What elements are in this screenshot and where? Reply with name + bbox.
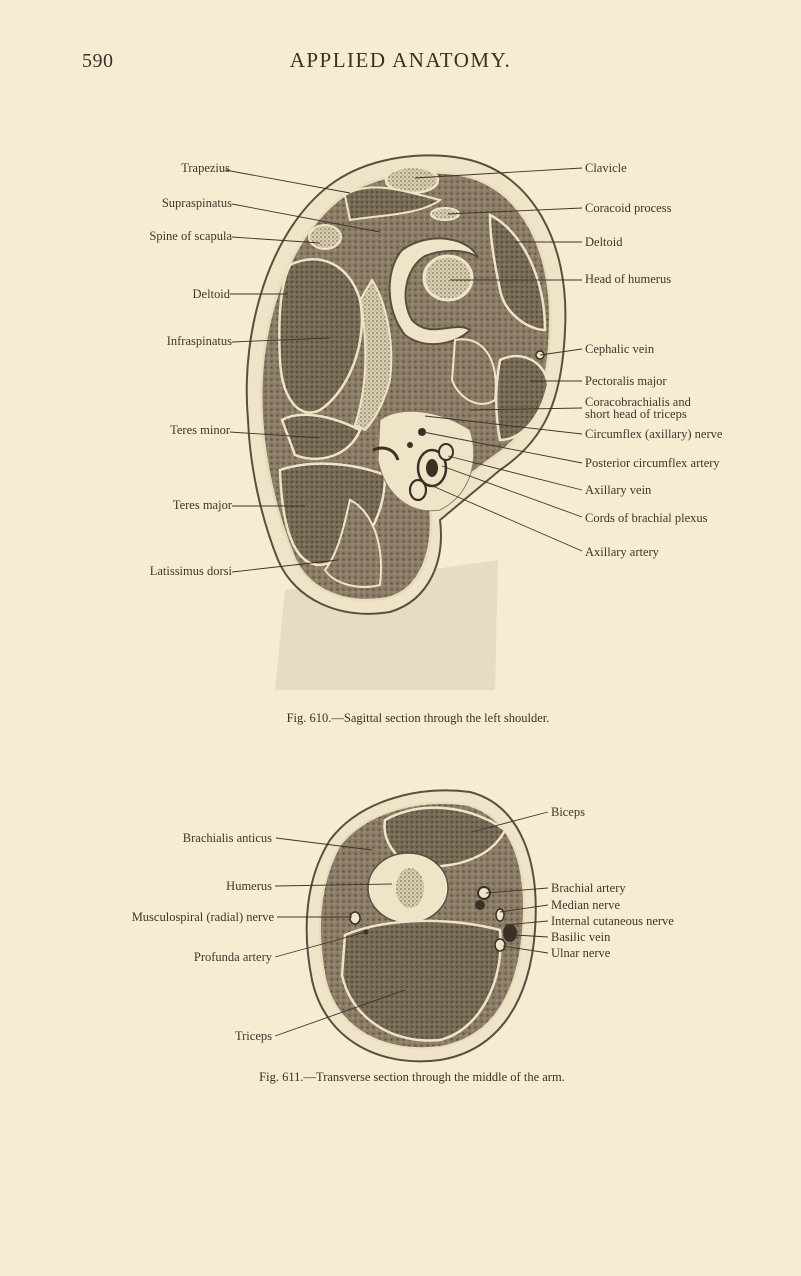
label-basilic-vein: Basilic vein — [551, 930, 611, 944]
label-triceps: Triceps — [235, 1029, 272, 1043]
label-trapezius: Trapezius — [181, 161, 230, 175]
label-posterior-circumflex-artery: Posterior circumflex artery — [585, 456, 720, 470]
median-nerve — [495, 908, 505, 922]
label-profunda-artery: Profunda artery — [194, 950, 273, 964]
label-cords-of-brachial-plexus: Cords of brachial plexus — [585, 511, 708, 525]
label-clavicle: Clavicle — [585, 161, 627, 175]
label-humerus: Humerus — [226, 879, 272, 893]
label-musculospiral-nerve: Musculospiral (radial) nerve — [132, 910, 275, 924]
label-cephalic-vein: Cephalic vein — [585, 342, 655, 356]
figure-610-illustration: Trapezius Supraspinatus Spine of scapula… — [149, 154, 723, 725]
label-coracobrachialis-line1: Coracobrachialis and — [585, 395, 692, 409]
arm-section-outline — [305, 789, 537, 1063]
label-spine-of-scapula: Spine of scapula — [149, 229, 232, 243]
label-coracoid-process: Coracoid process — [585, 201, 672, 215]
label-brachial-artery: Brachial artery — [551, 881, 626, 895]
label-teres-minor: Teres minor — [170, 423, 231, 437]
page-number: 590 — [82, 50, 114, 72]
label-coracobrachialis-line2: short head of triceps — [585, 407, 687, 421]
label-deltoid-left: Deltoid — [193, 287, 231, 301]
label-pectoralis-major: Pectoralis major — [585, 374, 667, 388]
label-axillary-artery: Axillary artery — [585, 545, 660, 559]
running-title: APPLIED ANATOMY. — [289, 48, 512, 72]
musculospiral-nerve — [349, 911, 361, 925]
head-of-humerus — [422, 254, 474, 302]
label-median-nerve: Median nerve — [551, 898, 621, 912]
glenoid-cavity — [388, 237, 479, 346]
label-ulnar-nerve: Ulnar nerve — [551, 946, 611, 960]
label-supraspinatus: Supraspinatus — [162, 196, 232, 210]
caption-fig-610: Fig. 610.—Sagittal section through the l… — [287, 711, 550, 725]
label-head-of-humerus: Head of humerus — [585, 272, 671, 286]
label-deltoid-right: Deltoid — [585, 235, 623, 249]
axillary-artery — [408, 478, 428, 502]
label-internal-cutaneous-nerve: Internal cutaneous nerve — [551, 914, 674, 928]
label-brachialis-anticus: Brachialis anticus — [183, 831, 272, 845]
humerus — [367, 852, 449, 924]
label-latissimus-dorsi: Latissimus dorsi — [150, 564, 233, 578]
caption-fig-611: Fig. 611.—Transverse section through the… — [259, 1070, 565, 1084]
basilic-vein — [503, 924, 517, 942]
label-axillary-vein: Axillary vein — [585, 483, 652, 497]
scapula-body — [353, 278, 393, 432]
label-circumflex-nerve: Circumflex (axillary) nerve — [585, 427, 723, 441]
label-teres-major: Teres major — [173, 498, 233, 512]
label-infraspinatus: Infraspinatus — [167, 334, 232, 348]
label-biceps: Biceps — [551, 805, 585, 819]
ulnar-nerve — [494, 938, 506, 952]
brachial-artery — [477, 886, 491, 900]
coracoid-process — [430, 207, 460, 221]
spine-of-scapula — [308, 224, 342, 250]
